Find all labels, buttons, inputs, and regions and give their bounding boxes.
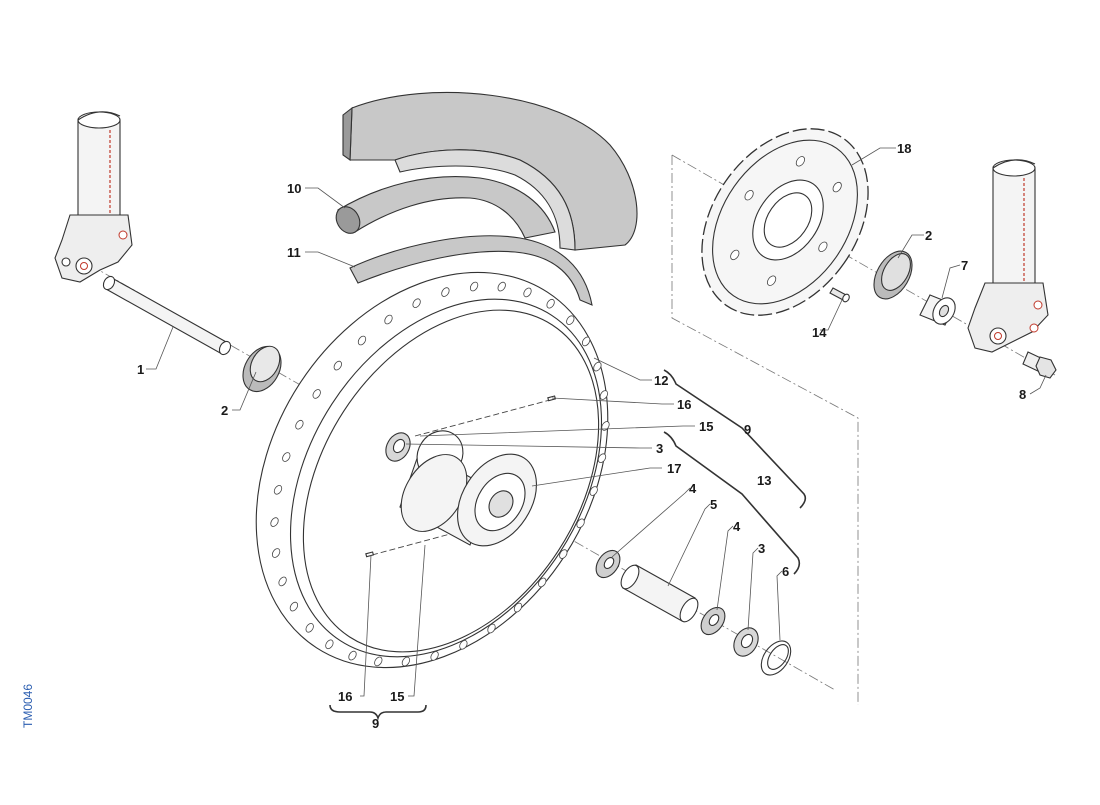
callout-3-hub: 3 <box>656 441 663 456</box>
disc-bolt-hole <box>744 190 754 201</box>
rim-spoke-hole <box>566 315 575 325</box>
disc-bolt-hole <box>795 156 805 167</box>
rim-spoke-hole <box>412 298 421 308</box>
rim-spoke-holes <box>270 281 610 667</box>
disc-bolt-part-14 <box>829 287 850 303</box>
callout-8: 8 <box>1019 387 1026 402</box>
rim-spoke-hole <box>270 517 279 527</box>
rim-spoke-hole <box>384 314 393 325</box>
rim-spoke-hole <box>601 421 610 431</box>
rim-spoke-hole <box>357 335 367 346</box>
callout-4-lower: 4 <box>733 519 741 534</box>
rim-spoke-hole <box>459 640 468 650</box>
rim-spoke-hole <box>305 623 314 633</box>
left-fork-leg <box>54 111 133 283</box>
callout-16-right: 16 <box>677 397 691 412</box>
rim-spoke-hole <box>441 287 450 297</box>
spacer-part-5 <box>620 564 699 623</box>
rim-spoke-hole <box>546 298 555 309</box>
rim-spoke-hole <box>282 452 291 462</box>
rim-spoke-hole <box>325 639 334 650</box>
rim-spoke-hole <box>289 601 299 612</box>
rim-spoke-hole <box>589 486 598 496</box>
rim-spoke-hole <box>278 576 287 587</box>
rim-spoke-hole <box>581 336 591 347</box>
rim-spoke-hole <box>487 623 496 634</box>
spacer-washer-upper-part-4 <box>595 549 621 579</box>
callout-2-right: 2 <box>925 228 932 243</box>
disc-assembly-frame <box>671 155 859 705</box>
brake-disc-part-18 <box>701 128 869 316</box>
axle-bolt-part-8 <box>1022 351 1057 379</box>
disc-bolt-hole <box>832 181 842 193</box>
dust-seal-right-part-2 <box>873 250 913 300</box>
callout-10: 10 <box>287 181 301 196</box>
spacer-part-7 <box>919 294 956 326</box>
bearing-hub-part-3 <box>385 432 411 462</box>
rim-spoke-hole <box>348 650 357 661</box>
callout-7: 7 <box>961 258 968 273</box>
spokes-part-15 <box>371 399 551 556</box>
rim-spoke-hole <box>538 577 547 588</box>
callout-labels: 1 2 10 11 12 16 15 9 3 17 13 4 5 4 3 6 1… <box>137 141 1026 731</box>
tyre <box>342 91 638 251</box>
circlip-part-6 <box>760 640 792 676</box>
disc-bolt-hole <box>767 275 777 286</box>
callout-13: 13 <box>757 473 771 488</box>
callout-9-right: 9 <box>744 422 751 437</box>
rim-tape-part-11 <box>349 235 593 306</box>
bracket-9-bottom <box>329 704 427 721</box>
rim-spoke-hole <box>513 602 523 613</box>
group-brackets <box>329 369 807 721</box>
callout-9-bottom: 9 <box>372 716 379 731</box>
callout-4-upper: 4 <box>689 481 697 496</box>
disc-bolt-hole <box>818 241 828 252</box>
rim-spoke-hole <box>497 281 506 292</box>
disc-bolt-hole <box>730 249 740 261</box>
rim-spoke-hole <box>295 419 304 430</box>
callout-14: 14 <box>812 325 827 340</box>
bracket-13 <box>663 431 801 575</box>
wheel-hub <box>399 430 537 547</box>
rim-spoke-hole <box>599 390 609 400</box>
rim-spoke-hole <box>523 287 532 298</box>
callout-3-spacer: 3 <box>758 541 765 556</box>
rim-spoke-hole <box>271 548 281 558</box>
callout-1: 1 <box>137 362 144 377</box>
leader-lines <box>146 147 1047 697</box>
rim-spoke-hole <box>559 549 568 559</box>
callout-17: 17 <box>667 461 681 476</box>
callout-18: 18 <box>897 141 911 156</box>
rim-spoke-hole <box>576 518 585 529</box>
axle-part-1 <box>102 275 232 356</box>
rim-spoke-hole <box>593 361 602 372</box>
right-fork-leg <box>967 159 1049 353</box>
callout-15-right: 15 <box>699 419 713 434</box>
rim-spoke-hole <box>312 389 321 399</box>
callout-6: 6 <box>782 564 789 579</box>
callout-12: 12 <box>654 373 668 388</box>
dust-seal-left-part-2 <box>242 345 282 393</box>
bracket-9-right <box>663 369 807 509</box>
spacer-washer-lower-part-4 <box>700 606 726 636</box>
callout-16-bottom: 16 <box>338 689 352 704</box>
rim-spoke-hole <box>430 651 439 661</box>
rim-spoke-hole <box>273 485 283 495</box>
callout-11: 11 <box>287 245 301 260</box>
rim-spoke-hole <box>333 360 342 371</box>
rim-spoke-hole <box>597 453 607 463</box>
rim-spoke-hole <box>401 656 411 667</box>
callout-15-bottom: 15 <box>390 689 404 704</box>
callout-5: 5 <box>710 497 717 512</box>
spoke-nipples-part-16 <box>365 395 557 558</box>
callout-2-left: 2 <box>221 403 228 418</box>
rim-spoke-hole <box>374 656 383 667</box>
disc-bolt-holes <box>730 156 842 286</box>
rim-spoke-hole <box>469 281 479 292</box>
inner-tube-part-10 <box>335 176 556 239</box>
drawing-reference-code: TM0046 <box>21 684 35 728</box>
bearing-spacer-part-3 <box>733 627 759 657</box>
